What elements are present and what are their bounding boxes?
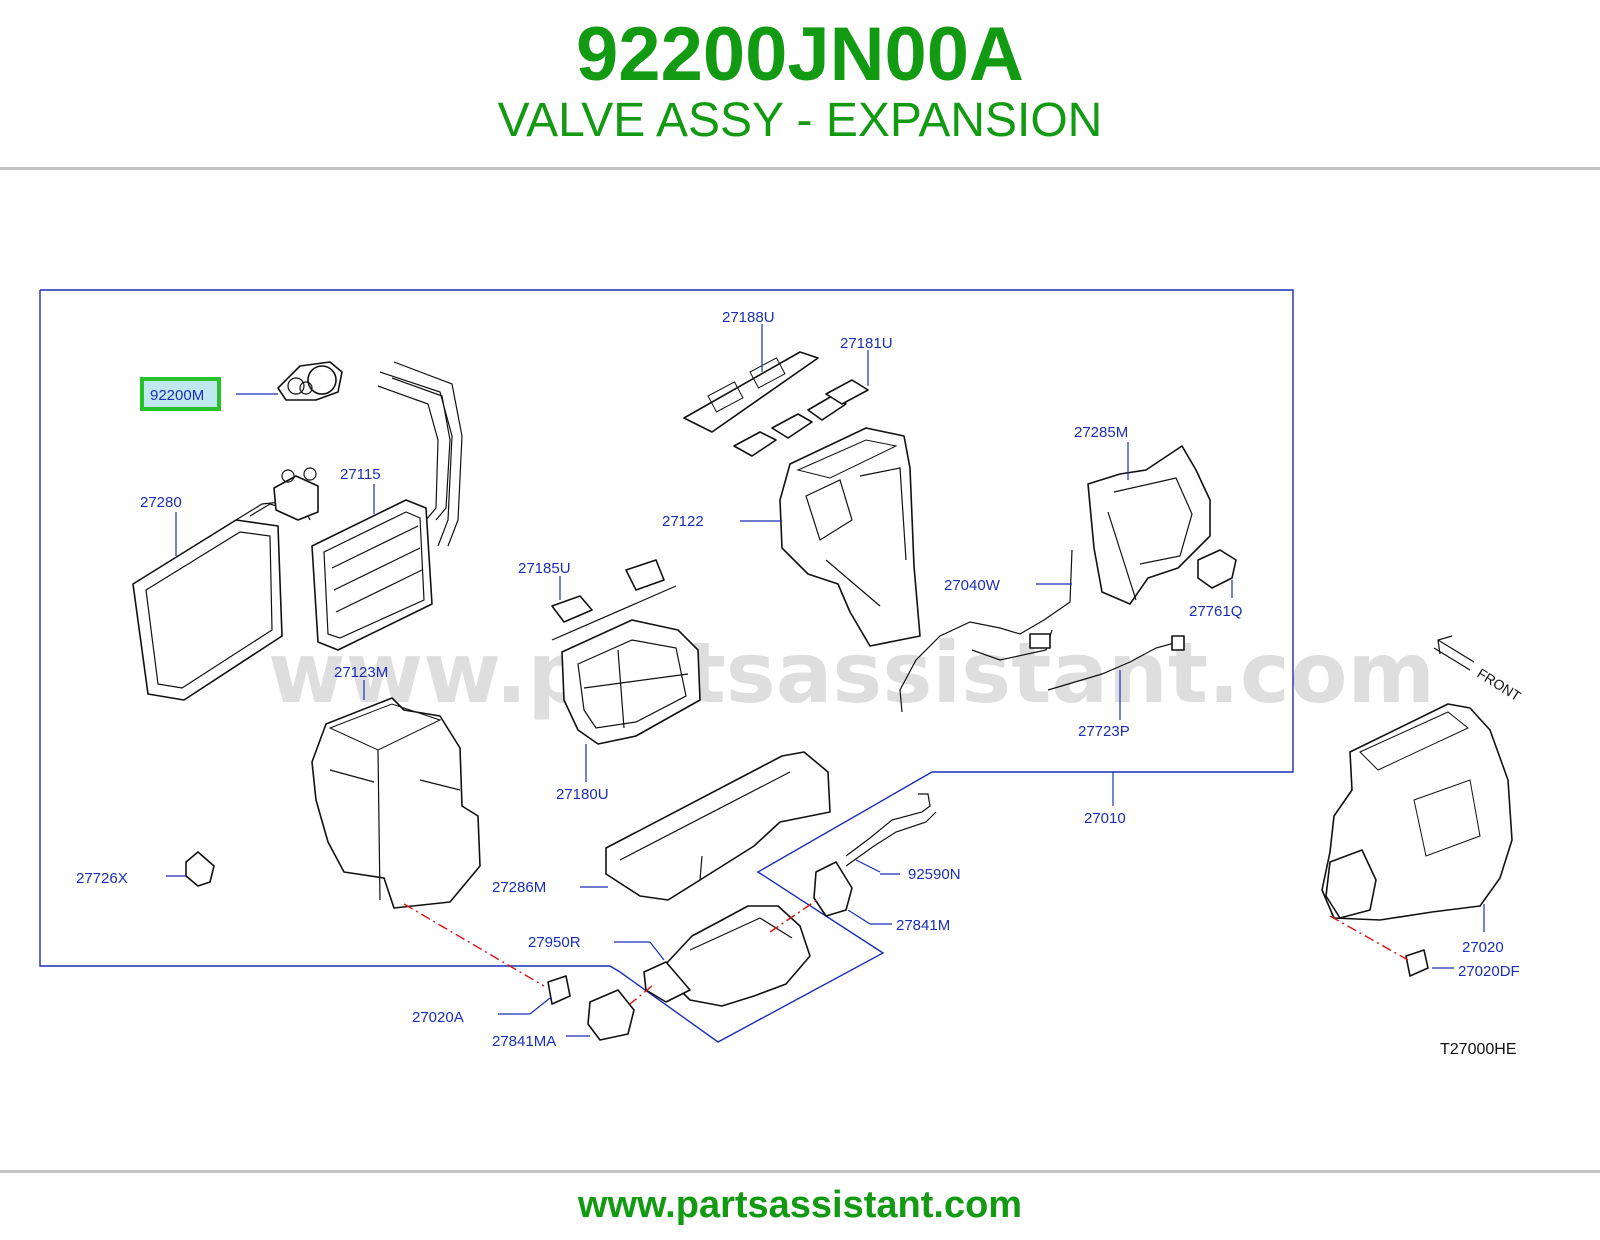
- footer-divider: [0, 1170, 1600, 1173]
- callout-27020[interactable]: 27020: [1462, 939, 1504, 956]
- assembly-frame: [39, 289, 1294, 1043]
- part-drain-hose: [845, 793, 937, 867]
- part-bolts: [547, 949, 1429, 1005]
- part-blower-unit: [1321, 703, 1513, 921]
- callout-27020DF[interactable]: 27020DF: [1458, 963, 1520, 980]
- callout-92200M[interactable]: 92200M: [150, 387, 204, 404]
- centerlines: [403, 897, 1409, 1005]
- part-evaporator: [132, 467, 319, 701]
- footer-url-link[interactable]: www.partsassistant.com: [577, 1184, 1023, 1226]
- callout-27123M[interactable]: 27123M: [334, 664, 388, 681]
- part-heater-pipes: [377, 361, 463, 547]
- callout-27726X[interactable]: 27726X: [76, 870, 128, 887]
- part-heater-core: [311, 499, 433, 651]
- callout-27020A[interactable]: 27020A: [412, 1009, 464, 1026]
- diagram-code: T27000HE: [1440, 1041, 1517, 1058]
- part-description: VALVE ASSY - EXPANSION: [497, 94, 1103, 147]
- part-wire-harnesses: [899, 549, 1185, 713]
- callout-27841M[interactable]: 27841M: [896, 917, 950, 934]
- front-label: FRONT: [1474, 665, 1524, 704]
- leader-lines: [166, 324, 1485, 1037]
- page-header: 92200JN00A VALVE ASSY - EXPANSION: [0, 0, 1600, 168]
- part-lower-case: [311, 697, 481, 909]
- callout-92590N[interactable]: 92590N: [908, 866, 961, 883]
- part-sensor: [185, 851, 215, 887]
- part-rear-ducts: [587, 861, 853, 1041]
- callout-27286M[interactable]: 27286M: [492, 879, 546, 896]
- front-arrow-icon: [1433, 635, 1475, 671]
- callout-27280[interactable]: 27280: [140, 494, 182, 511]
- callout-27180U[interactable]: 27180U: [556, 786, 609, 803]
- callout-27040W[interactable]: 27040W: [944, 577, 1001, 594]
- highlighted-callout-box: [140, 377, 221, 411]
- callout-27185U[interactable]: 27185U: [518, 560, 571, 577]
- part-defrost-grilles: [683, 351, 869, 457]
- part-expansion-valve: [277, 361, 343, 401]
- callout-27761Q[interactable]: 27761Q: [1189, 603, 1242, 620]
- callout-27723P[interactable]: 27723P: [1078, 723, 1130, 740]
- part-floor-duct: [605, 751, 831, 901]
- part-number-title: 92200JN00A: [576, 12, 1024, 97]
- part-upper-case: [779, 427, 921, 647]
- watermark: www.partsassistant.com: [268, 624, 1435, 722]
- callout-27285M[interactable]: 27285M: [1074, 424, 1128, 441]
- callout-27181U[interactable]: 27181U: [840, 335, 893, 352]
- callout-27841MA[interactable]: 27841MA: [492, 1033, 556, 1050]
- part-side-case: [1087, 445, 1237, 605]
- callout-27950R[interactable]: 27950R: [528, 934, 581, 951]
- callout-27122[interactable]: 27122: [662, 513, 704, 530]
- callout-27010[interactable]: 27010: [1084, 810, 1126, 827]
- part-center-vent: [551, 559, 701, 745]
- callout-27115[interactable]: 27115: [340, 466, 381, 483]
- callout-labels: 92200M 27188U 27181U 27115 27280 27122 2…: [76, 309, 1524, 1058]
- header-divider: [0, 167, 1600, 170]
- callout-27188U[interactable]: 27188U: [722, 309, 775, 326]
